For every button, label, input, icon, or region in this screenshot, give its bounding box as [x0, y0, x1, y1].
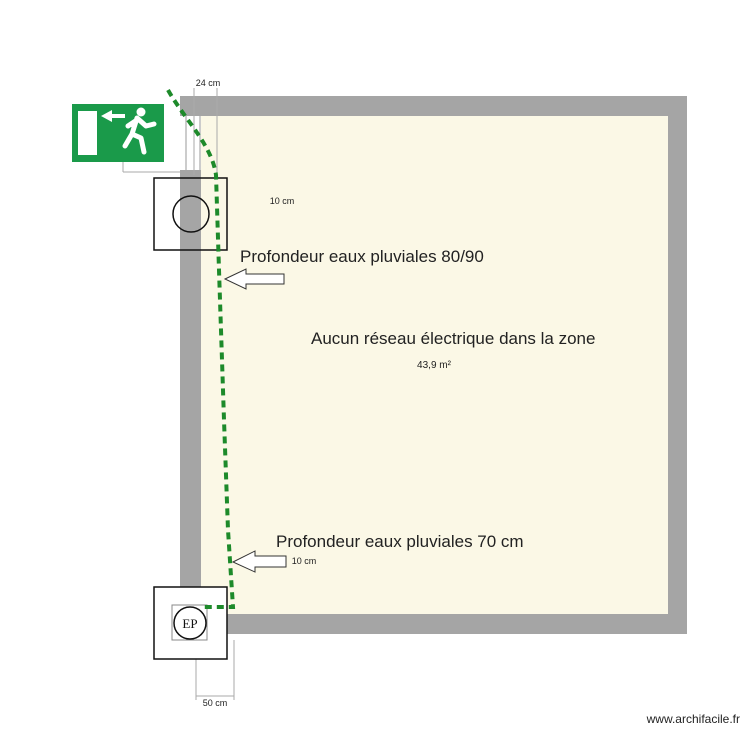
dashed-line: [166, 89, 236, 609]
arrow-left-icon: [231, 550, 287, 573]
area-label: 43,9 m²: [417, 360, 452, 371]
manhole-top-icon: [153, 177, 228, 251]
no-network-label: Aucun réseau électrique dans la zone: [311, 329, 595, 348]
dim-bottom-width: 50 cm: [203, 698, 228, 708]
rain-depth-bottom-label: Profondeur eaux pluviales 70 cm: [276, 532, 524, 551]
dim-top-width: 24 cm: [196, 78, 221, 88]
room: [180, 96, 687, 634]
dim-inner-top: 10 cm: [270, 196, 295, 206]
watermark: www.archifacile.fr: [646, 712, 740, 726]
emergency-exit-icon: [72, 104, 164, 162]
arrow-left-icon: [223, 268, 285, 290]
dim-inner-bottom: 10 cm: [292, 556, 317, 566]
manhole-ep-label: EP: [182, 616, 197, 631]
room-floor: [201, 116, 668, 614]
rain-depth-top-label: Profondeur eaux pluviales 80/90: [240, 247, 484, 266]
manhole-ep-icon: EP: [153, 586, 228, 660]
